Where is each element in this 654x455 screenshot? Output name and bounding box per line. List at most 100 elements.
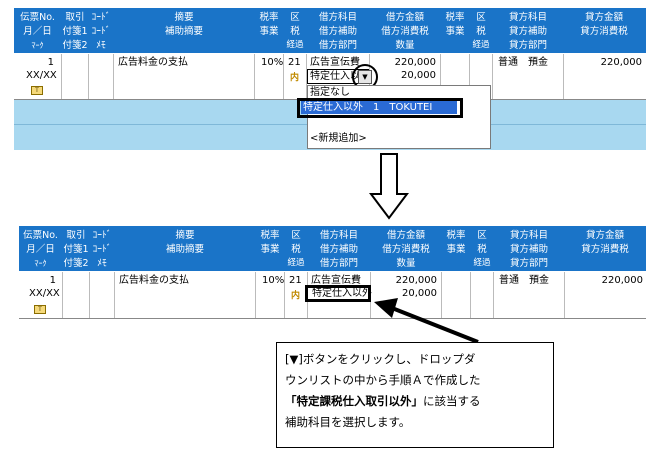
hdr-keika: 経過: [284, 39, 306, 52]
b-hdr-jigyo: 事業: [256, 243, 284, 256]
selected-item-frame: [297, 98, 463, 118]
b-hdr-code: ｺｰﾄﾞ: [90, 229, 114, 242]
dropdown-item-new[interactable]: <新規追加>: [310, 133, 367, 144]
b-hdr-credit-keika: 経過: [471, 257, 493, 270]
b-tax-rate[interactable]: 10%: [262, 275, 285, 286]
hdr-credit-tax-rate: 税率: [441, 11, 469, 24]
b-hdr-credit-jigyo: 事業: [442, 243, 470, 256]
b-memo-icon[interactable]: T: [34, 305, 46, 314]
b-hdr-voucher-no: 伝票No.: [19, 229, 62, 242]
b-hdr-ku: 区: [285, 229, 307, 242]
b-hdr-credit-zei: 税: [471, 243, 493, 256]
b-credit-account[interactable]: 普通 預金: [499, 275, 549, 286]
b-hdr-quantity: 数量: [371, 257, 441, 270]
b-hdr-tekiyo: 摘要: [115, 229, 255, 242]
hdr-torihiki: 取引: [62, 11, 88, 24]
b-debit-amount[interactable]: 220,000: [395, 275, 437, 286]
hdr-tekiyo: 摘要: [114, 11, 254, 24]
hdr-jigyo: 事業: [255, 25, 283, 38]
memo-icon[interactable]: T: [31, 86, 43, 95]
hdr-credit-sub: 貸方補助: [493, 25, 563, 38]
top-tax-rate[interactable]: 10%: [261, 57, 284, 68]
b-hdr-credit-tax: 貸方消費税: [565, 243, 645, 256]
top-tax-code[interactable]: 21: [288, 57, 301, 68]
bottom-journal-screen: 伝票No. 取引 ｺｰﾄﾞ 摘要 税率 区 借方科目 借方金額 税率 区 貸方科…: [19, 226, 646, 320]
hdr-credit-ku: 区: [470, 11, 492, 24]
b-hdr-memo: ﾒﾓ: [90, 257, 114, 270]
b-hdr-date: 月／日: [19, 243, 62, 256]
hdr-credit-zei: 税: [470, 25, 492, 38]
b-hdr-credit-account: 貸方科目: [494, 229, 564, 242]
hdr-ku: 区: [284, 11, 306, 24]
hdr-debit-account: 借方科目: [307, 11, 369, 24]
instruction-callout: [▼]ボタンをクリックし、ドロップダ ウンリストの中から手順Ａで作成した 「特定…: [276, 342, 554, 448]
hdr-memo: ﾒﾓ: [89, 39, 113, 52]
hdr-credit-keika: 経過: [470, 39, 492, 52]
callout-line-3: 「特定課税仕入取引以外」に該当する: [285, 391, 545, 412]
down-arrow-icon: [369, 153, 409, 220]
b-hdr-debit-account: 借方科目: [308, 229, 370, 242]
b-debit-sub-value[interactable]: 特定仕入以外: [312, 288, 372, 299]
callout-line-4: 補助科目を選択します。: [285, 415, 411, 429]
b-hdr-torihiki: 取引: [63, 229, 89, 242]
bottom-entry-row[interactable]: [19, 272, 646, 319]
b-debit-account[interactable]: 広告宣伝費: [311, 275, 361, 286]
hdr-tax-rate: 税率: [255, 11, 283, 24]
b-voucher-no[interactable]: 1: [49, 275, 56, 286]
hdr-credit-dept: 貸方部門: [493, 39, 563, 52]
b-debit-tax[interactable]: 20,000: [402, 288, 437, 299]
dropdown-item-none[interactable]: 指定なし: [310, 87, 350, 98]
dropdown-item-selected[interactable]: 特定仕入以外 1 TOKUTEI: [301, 101, 457, 114]
b-description[interactable]: 広告料金の支払: [119, 275, 189, 286]
b-hdr-keika: 経過: [285, 257, 307, 270]
hdr-debit-dept: 借方部門: [307, 39, 369, 52]
callout-bold-term: 「特定課税仕入取引以外」: [285, 394, 423, 408]
top-description[interactable]: 広告料金の支払: [118, 57, 188, 68]
result-highlight-frame: [305, 285, 371, 302]
top-credit-account[interactable]: 普通 預金: [498, 57, 548, 68]
hdr-date: 月／日: [14, 25, 61, 38]
b-hdr-mark: ﾏｰｸ: [19, 257, 62, 270]
b-hdr-fusen1: 付箋1: [63, 243, 89, 256]
b-hdr-sub-tekiyo: 補助摘要: [115, 243, 255, 256]
hdr-code2: ｺｰﾄﾞ: [89, 25, 113, 38]
top-credit-amount[interactable]: 220,000: [600, 57, 642, 68]
b-hdr-fusen2: 付箋2: [63, 257, 89, 270]
b-hdr-zei: 税: [285, 243, 307, 256]
b-tax-included-mark: 内: [291, 291, 301, 301]
callout-line-1: [▼]ボタンをクリックし、ドロップダ: [285, 352, 476, 366]
b-credit-amount[interactable]: 220,000: [601, 275, 643, 286]
top-journal-screen: 伝票No. 取引 ｺｰﾄﾞ 摘要 税率 区 借方科目 借方金額 税率 区 貸方科…: [14, 8, 646, 150]
b-hdr-credit-amount: 貸方金額: [565, 229, 645, 242]
callout-line-2: ウンリストの中から手順Ａで作成した: [285, 373, 481, 387]
b-hdr-debit-amount: 借方金額: [371, 229, 441, 242]
pointer-arrow-icon: [374, 298, 479, 344]
top-tax-included-mark: 内: [290, 73, 300, 83]
b-hdr-debit-dept: 借方部門: [308, 257, 370, 270]
b-hdr-credit-tax-rate: 税率: [442, 229, 470, 242]
top-debit-account[interactable]: 広告宣伝費: [310, 57, 360, 68]
hdr-mark: ﾏｰｸ: [14, 39, 61, 52]
b-tax-code[interactable]: 21: [289, 275, 302, 286]
hdr-debit-tax: 借方消費税: [370, 25, 440, 38]
hdr-credit-jigyo: 事業: [441, 25, 469, 38]
b-date[interactable]: XX/XX: [29, 288, 60, 299]
top-voucher-no[interactable]: 1: [47, 57, 54, 68]
b-hdr-debit-tax: 借方消費税: [371, 243, 441, 256]
b-hdr-credit-dept: 貸方部門: [494, 257, 564, 270]
hdr-credit-tax: 貸方消費税: [564, 25, 644, 38]
b-hdr-tax-rate: 税率: [256, 229, 284, 242]
hdr-voucher-no: 伝票No.: [14, 11, 61, 24]
hdr-credit-amount: 貸方金額: [564, 11, 644, 24]
hdr-debit-amount: 借方金額: [370, 11, 440, 24]
b-hdr-credit-ku: 区: [471, 229, 493, 242]
b-hdr-credit-sub: 貸方補助: [494, 243, 564, 256]
hdr-quantity: 数量: [370, 39, 440, 52]
b-hdr-debit-sub: 借方補助: [308, 243, 370, 256]
hdr-credit-account: 貸方科目: [493, 11, 563, 24]
callout-line-3-rest: に該当する: [423, 394, 481, 408]
top-debit-tax[interactable]: 20,000: [401, 70, 436, 81]
hdr-code: ｺｰﾄﾞ: [89, 11, 113, 24]
top-debit-amount[interactable]: 220,000: [394, 57, 436, 68]
top-date[interactable]: XX/XX: [26, 70, 57, 81]
